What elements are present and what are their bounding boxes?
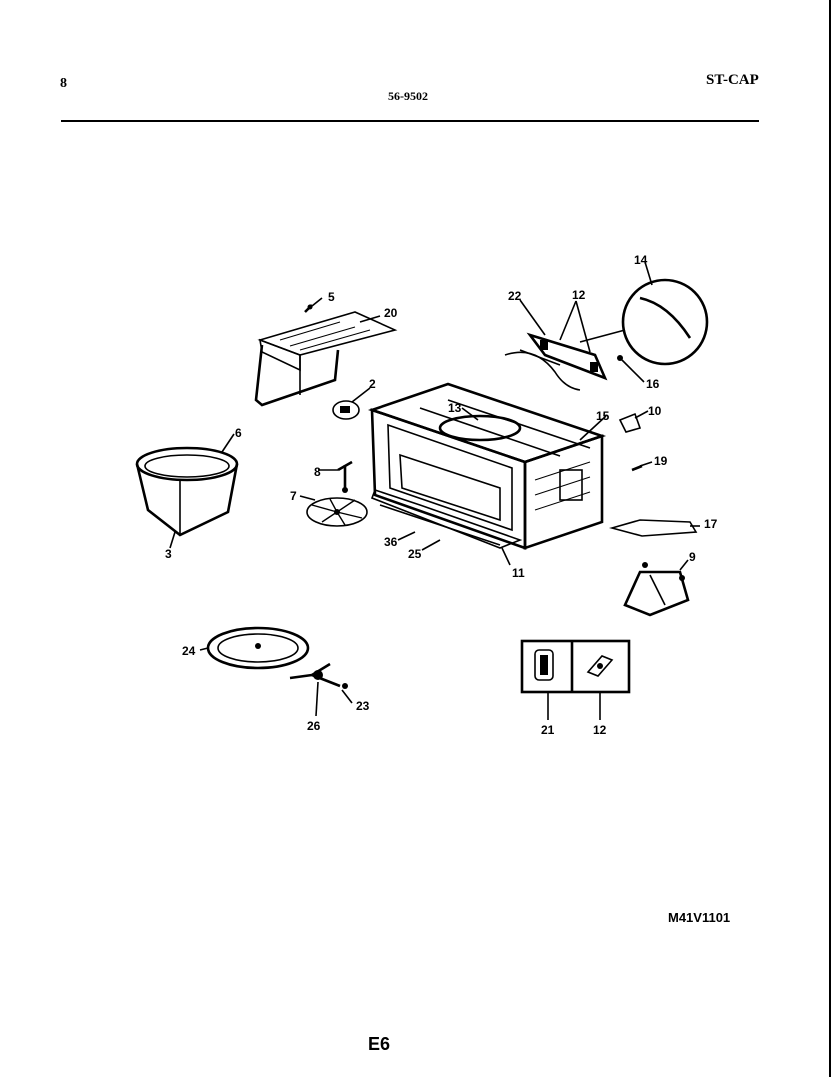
page-edge	[829, 0, 831, 1077]
inset-parts-box	[520, 639, 631, 694]
callout-19: 19	[654, 454, 668, 468]
callout-22: 22	[508, 289, 522, 303]
callout-25: 25	[408, 547, 422, 561]
callout-15: 15	[596, 409, 610, 423]
detail-circle-part-14	[579, 278, 709, 366]
switch-bracket-part-22	[504, 332, 608, 391]
callout-26: 26	[307, 719, 321, 733]
mounting-bracket-part-9	[623, 562, 690, 617]
page-number-top: 8	[60, 76, 67, 91]
page-number-bottom: E6	[368, 1034, 391, 1054]
stirrer-fan-part-7	[306, 497, 368, 527]
callout-2: 2	[369, 377, 376, 391]
callout-20: 20	[384, 306, 398, 320]
callout-12-top: 12	[572, 288, 586, 302]
screw-part-16	[617, 355, 623, 361]
base-plate-part-25	[370, 488, 523, 549]
callout-24: 24	[182, 644, 196, 658]
callout-10: 10	[648, 404, 662, 418]
callout-9: 9	[689, 550, 696, 564]
top-cover-plate	[254, 311, 398, 407]
callout-12-bottom: 12	[593, 723, 607, 737]
callout-16: 16	[646, 377, 660, 391]
roller-support-part-23	[289, 662, 348, 689]
callout-5: 5	[328, 290, 335, 304]
bracket-part-17	[608, 519, 698, 537]
bracket-part-10	[618, 412, 642, 433]
coupling-part-2	[332, 400, 360, 420]
callout-23: 23	[356, 699, 370, 713]
callout-14: 14	[634, 253, 648, 267]
callout-11: 11	[512, 566, 525, 580]
screw-part-5	[304, 304, 313, 313]
waveguide-cover-part-6	[135, 446, 239, 537]
model-code: M41V1101	[668, 910, 731, 925]
callout-13: 13	[448, 401, 462, 415]
stirrer-bracket-part-8	[337, 460, 353, 493]
callout-21: 21	[541, 723, 555, 737]
section-code: ST-CAP	[706, 72, 759, 88]
coupling-core	[340, 406, 350, 413]
header-rule	[61, 120, 759, 122]
leader-lines	[169, 261, 700, 720]
callout-36: 36	[384, 535, 398, 549]
base-plate-edge	[379, 504, 501, 546]
callout-6: 6	[235, 426, 242, 440]
document-number: 56-9502	[388, 89, 428, 103]
callout-8: 8	[314, 465, 321, 479]
callout-3: 3	[165, 547, 172, 561]
oven-cavity	[367, 382, 607, 550]
turntable-tray-part-24	[206, 626, 310, 670]
callout-17: 17	[704, 517, 718, 531]
callout-7: 7	[290, 489, 297, 503]
